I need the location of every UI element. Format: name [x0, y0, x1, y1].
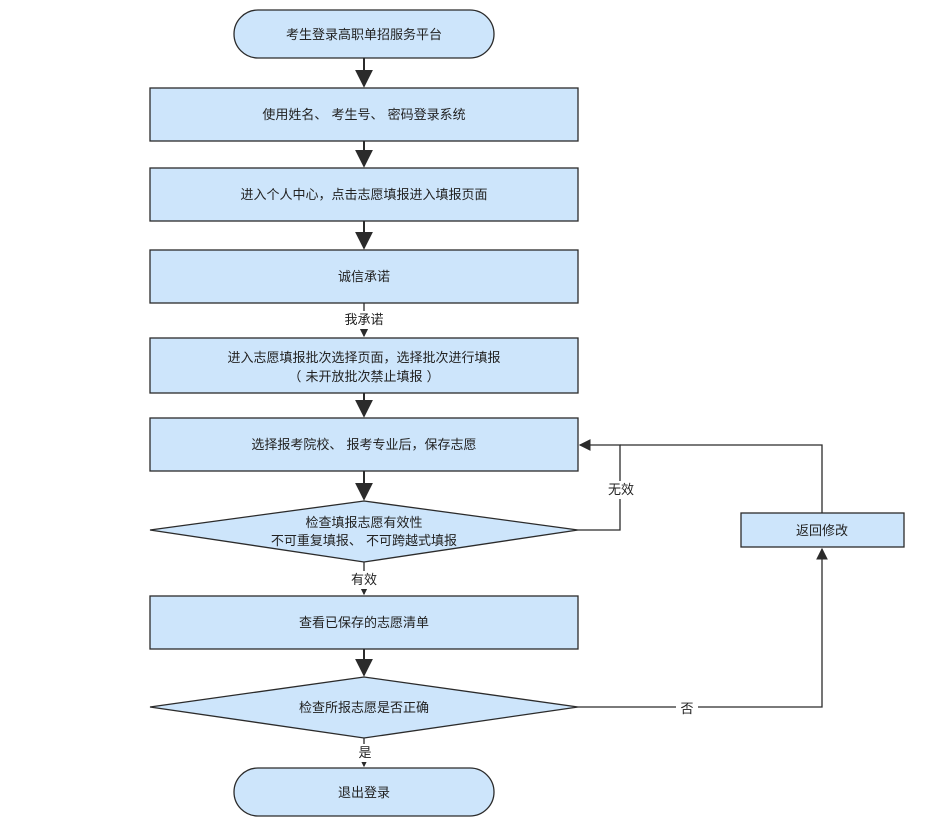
step-save-choice-label: 选择报考院校、 报考专业后，保存志愿	[251, 437, 476, 453]
start-terminal: 考生登录高职单招服务平台	[233, 9, 495, 59]
return-modify-label: 返回修改	[796, 524, 848, 539]
decision-validity: 检查填报志愿有效性 不可重复填报、 不可跨越式填报	[149, 500, 579, 563]
start-label: 考生登录高职单招服务平台	[286, 27, 442, 43]
edge-label-no: 否	[680, 702, 693, 717]
edge-label-promise: 我承诺	[344, 313, 383, 328]
arrow-return-to-step5	[620, 444, 823, 513]
edge-label-valid: 有效	[351, 573, 377, 588]
step-personal-center-label: 进入个人中心，点击志愿填报进入填报页面	[240, 188, 487, 203]
return-modify-box: 返回修改	[740, 512, 905, 548]
decision-validity-line2: 不可重复填报、 不可跨越式填报	[271, 533, 457, 549]
step-login-system: 使用姓名、 考生号、 密码登录系统	[149, 87, 579, 142]
edge-label-invalid: 无效	[608, 483, 634, 498]
step-personal-center: 进入个人中心，点击志愿填报进入填报页面	[149, 167, 579, 222]
decision-correctness-label: 检查所报志愿是否正确	[299, 701, 429, 716]
step-batch-select-line1: 进入志愿填报批次选择页面，选择批次进行填报	[227, 350, 500, 366]
decision-correctness: 检查所报志愿是否正确	[149, 676, 579, 739]
edge-label-yes: 是	[358, 746, 371, 761]
end-label: 退出登录	[338, 786, 390, 801]
step-integrity-promise: 诚信承诺	[149, 249, 579, 304]
step-save-choice: 选择报考院校、 报考专业后，保存志愿	[149, 417, 579, 472]
decision-validity-line1: 检查填报志愿有效性	[305, 516, 422, 531]
step-view-list: 查看已保存的志愿清单	[149, 595, 579, 650]
step-integrity-promise-label: 诚信承诺	[338, 270, 390, 285]
step-batch-select: 进入志愿填报批次选择页面，选择批次进行填报 （ 未开放批次禁止填报 ）	[149, 337, 579, 394]
end-terminal: 退出登录	[233, 767, 495, 817]
step-batch-select-line2: （ 未开放批次禁止填报 ）	[288, 369, 439, 385]
step-view-list-label: 查看已保存的志愿清单	[299, 615, 429, 631]
step-login-system-label: 使用姓名、 考生号、 密码登录系统	[262, 107, 465, 123]
arrow-no-to-return	[578, 547, 828, 708]
